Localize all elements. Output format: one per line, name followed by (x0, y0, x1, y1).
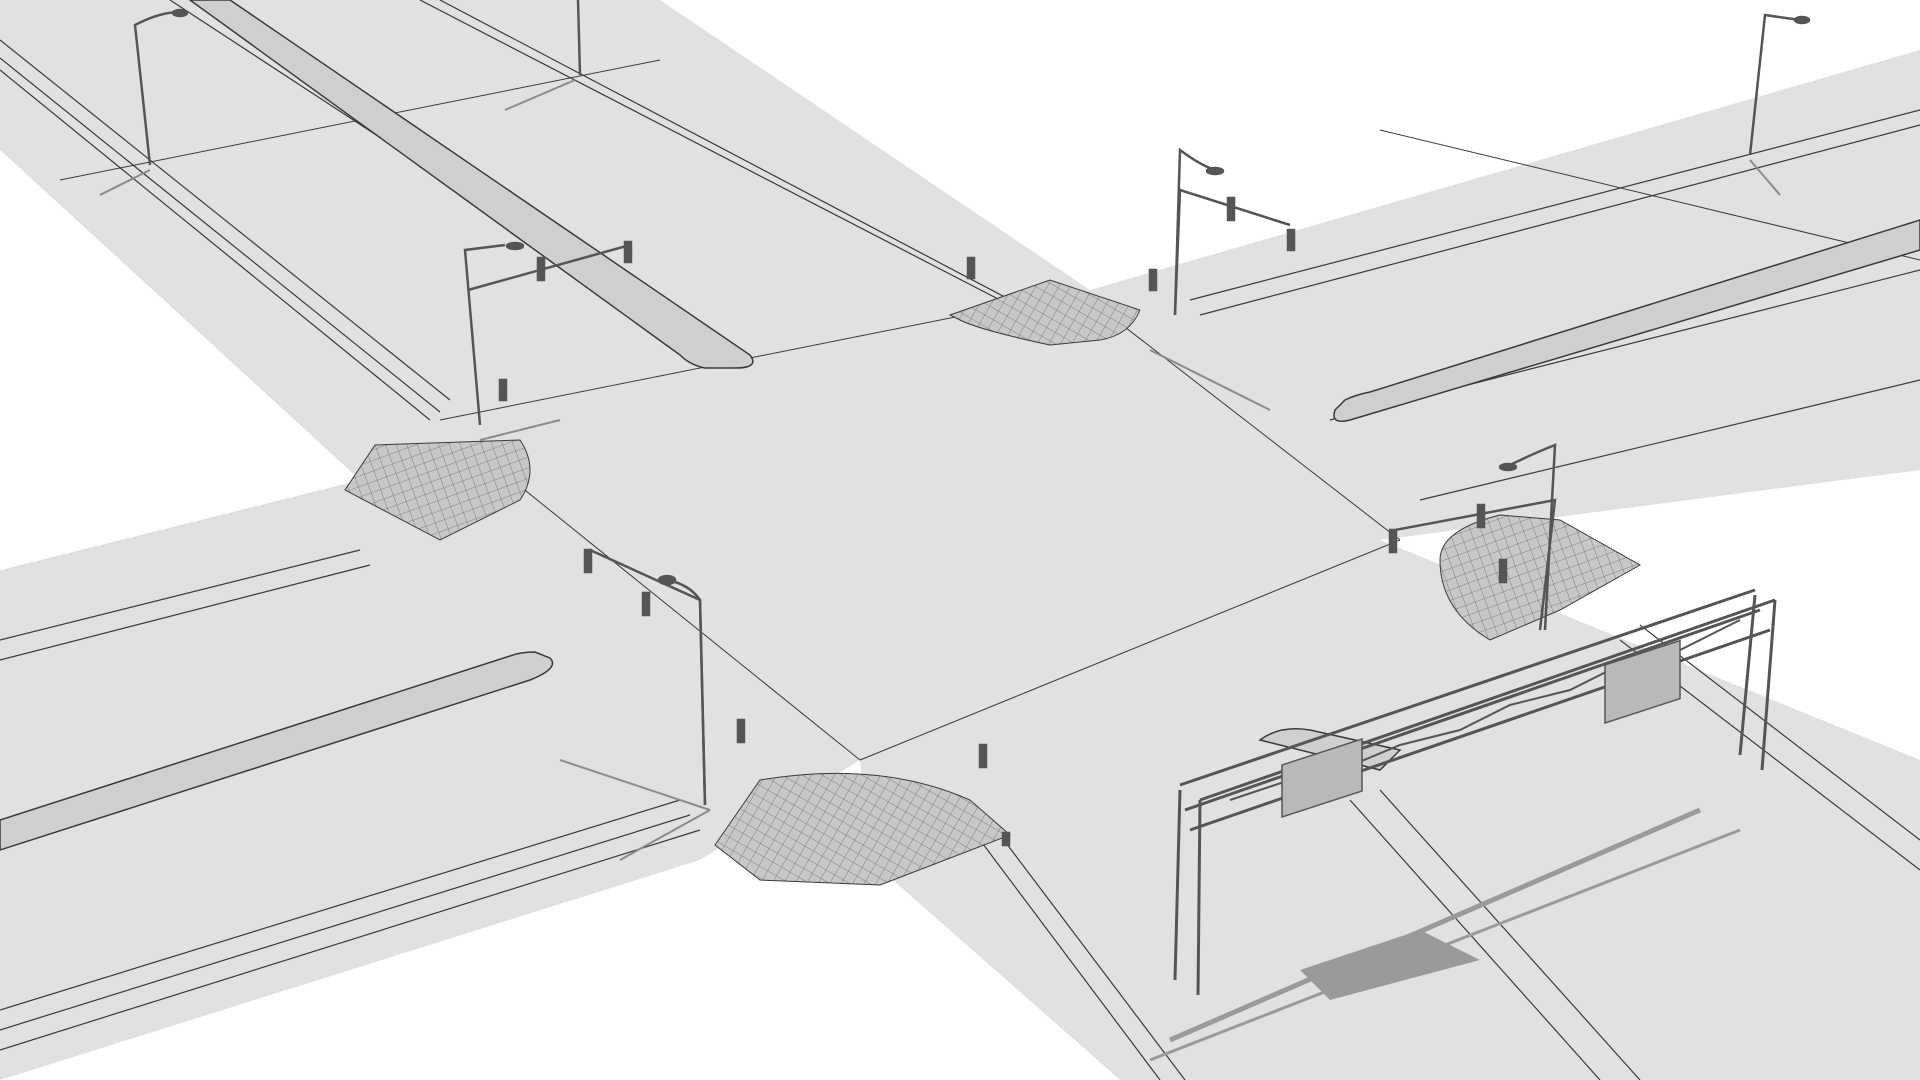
gantry-left-post (1173, 789, 1182, 981)
medians (0, 0, 1920, 851)
road-southwest (0, 470, 860, 1080)
gantry-sign-left (1281, 738, 1363, 818)
white-corner-east (1600, 470, 1920, 760)
street-light-1 (133, 8, 189, 166)
street-light-4 (1173, 147, 1225, 316)
crosswalk-north (948, 279, 1141, 346)
white-corner-south (140, 860, 1120, 1080)
signal-pole-south (583, 548, 1011, 847)
gantry-sign-right (1604, 639, 1681, 724)
white-corner-west (0, 150, 360, 570)
signal-pole-northwest (463, 240, 633, 426)
crosswalks (344, 279, 1642, 886)
gantry-right-post (1738, 594, 1757, 756)
shadows (99, 79, 1781, 1062)
overhead-gantry (1173, 588, 1777, 996)
signal-pole-east (1388, 498, 1557, 631)
crosswalk-west (344, 439, 531, 541)
crosswalk-south (714, 772, 1011, 886)
median-northwest (188, 0, 754, 369)
road-northeast (1090, 50, 1920, 540)
intersection-core (520, 290, 1380, 760)
traffic-signals (463, 188, 1557, 847)
street-light-6 (1498, 443, 1557, 631)
crosswalk-east (1439, 514, 1642, 641)
signal-pole-north (966, 188, 1296, 316)
street-light-3 (1748, 13, 1811, 156)
median-southwest (0, 651, 554, 851)
median-northeast (1333, 219, 1920, 422)
street-light-2 (576, 0, 582, 76)
